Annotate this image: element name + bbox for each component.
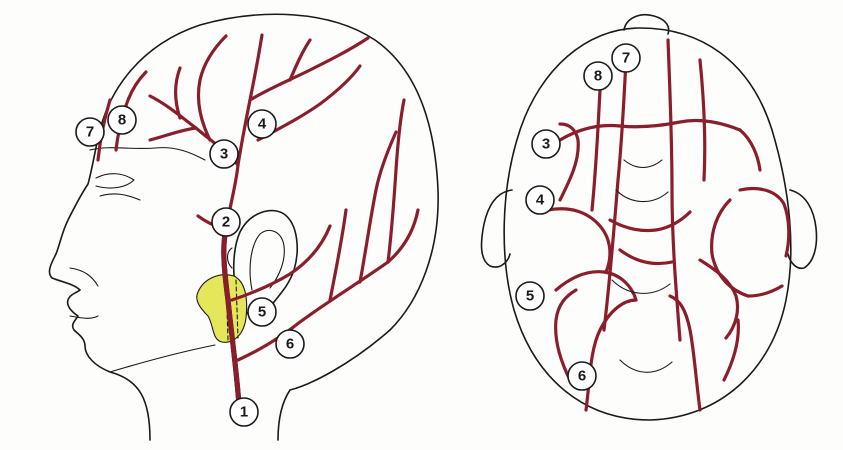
lateral-label-2: 2 bbox=[212, 208, 240, 236]
svg-text:7: 7 bbox=[86, 124, 94, 141]
svg-text:1: 1 bbox=[240, 404, 248, 421]
svg-text:2: 2 bbox=[222, 214, 230, 231]
svg-text:3: 3 bbox=[220, 146, 228, 163]
svg-text:5: 5 bbox=[526, 288, 534, 305]
lateral-arteries bbox=[98, 35, 418, 420]
head-profile-outline bbox=[49, 14, 438, 440]
top-label-4: 4 bbox=[526, 186, 554, 214]
left-supraorbital-top bbox=[592, 90, 600, 210]
svg-text:7: 7 bbox=[622, 50, 630, 67]
occipital-branch-3 bbox=[330, 210, 346, 300]
top-label-6: 6 bbox=[568, 362, 596, 390]
left-ear-outline bbox=[482, 190, 512, 267]
ear-tragus bbox=[228, 248, 233, 268]
nose-tip-outline bbox=[624, 15, 669, 34]
frontal-branch-2 bbox=[198, 36, 226, 140]
vertex-anastomosis-2 bbox=[620, 250, 672, 264]
parietal-branch bbox=[250, 38, 368, 100]
top-head-view: 3 4 5 6 7 8 bbox=[482, 15, 817, 420]
lateral-label-8: 8 bbox=[108, 106, 136, 134]
lateral-label-6: 6 bbox=[276, 330, 304, 358]
svg-text:8: 8 bbox=[118, 112, 126, 129]
left-occipital-top bbox=[586, 300, 636, 410]
occipital-branch bbox=[388, 100, 404, 262]
lateral-label-7: 7 bbox=[76, 118, 104, 146]
top-label-5: 5 bbox=[516, 282, 544, 310]
svg-text:4: 4 bbox=[258, 116, 267, 133]
top-label-3: 3 bbox=[532, 130, 560, 158]
lateral-label-1: 1 bbox=[230, 398, 258, 426]
lateral-head-view: 1 2 3 4 5 6 7 8 bbox=[49, 14, 438, 440]
jaw-line bbox=[110, 345, 215, 372]
lateral-label-5: 5 bbox=[248, 298, 276, 326]
svg-text:3: 3 bbox=[542, 136, 550, 153]
midline-mesh bbox=[612, 160, 672, 372]
right-temporal-loop bbox=[740, 189, 789, 256]
frontal-branch-4 bbox=[176, 68, 181, 118]
lateral-label-4: 4 bbox=[248, 110, 276, 138]
right-temporal-branch bbox=[712, 200, 748, 296]
parotid-gland bbox=[197, 275, 247, 342]
left-temporal-branch bbox=[548, 209, 610, 272]
left-frontal-loop bbox=[560, 120, 740, 140]
right-frontal-loop bbox=[740, 130, 760, 170]
nostril-line bbox=[70, 268, 98, 286]
svg-text:5: 5 bbox=[258, 304, 266, 321]
mouth-line bbox=[70, 316, 98, 318]
eye-outline bbox=[96, 174, 134, 188]
frontal-branch-3 bbox=[150, 128, 196, 140]
vertex-anastomosis bbox=[610, 212, 690, 231]
right-parietal-loop bbox=[748, 286, 782, 296]
svg-text:6: 6 bbox=[286, 336, 294, 353]
svg-text:6: 6 bbox=[578, 368, 586, 385]
right-ear-outline bbox=[788, 190, 817, 268]
svg-text:4: 4 bbox=[536, 192, 545, 209]
skull-top-outline bbox=[504, 28, 791, 420]
top-arteries bbox=[548, 40, 789, 410]
svg-text:8: 8 bbox=[594, 68, 602, 85]
lateral-label-3: 3 bbox=[210, 140, 238, 168]
top-label-8: 8 bbox=[584, 62, 612, 90]
eye-lid bbox=[100, 194, 140, 200]
top-label-7: 7 bbox=[612, 44, 640, 72]
right-occipital-top bbox=[670, 296, 700, 410]
right-parietal-branch bbox=[700, 260, 738, 338]
brow-line bbox=[90, 148, 205, 160]
